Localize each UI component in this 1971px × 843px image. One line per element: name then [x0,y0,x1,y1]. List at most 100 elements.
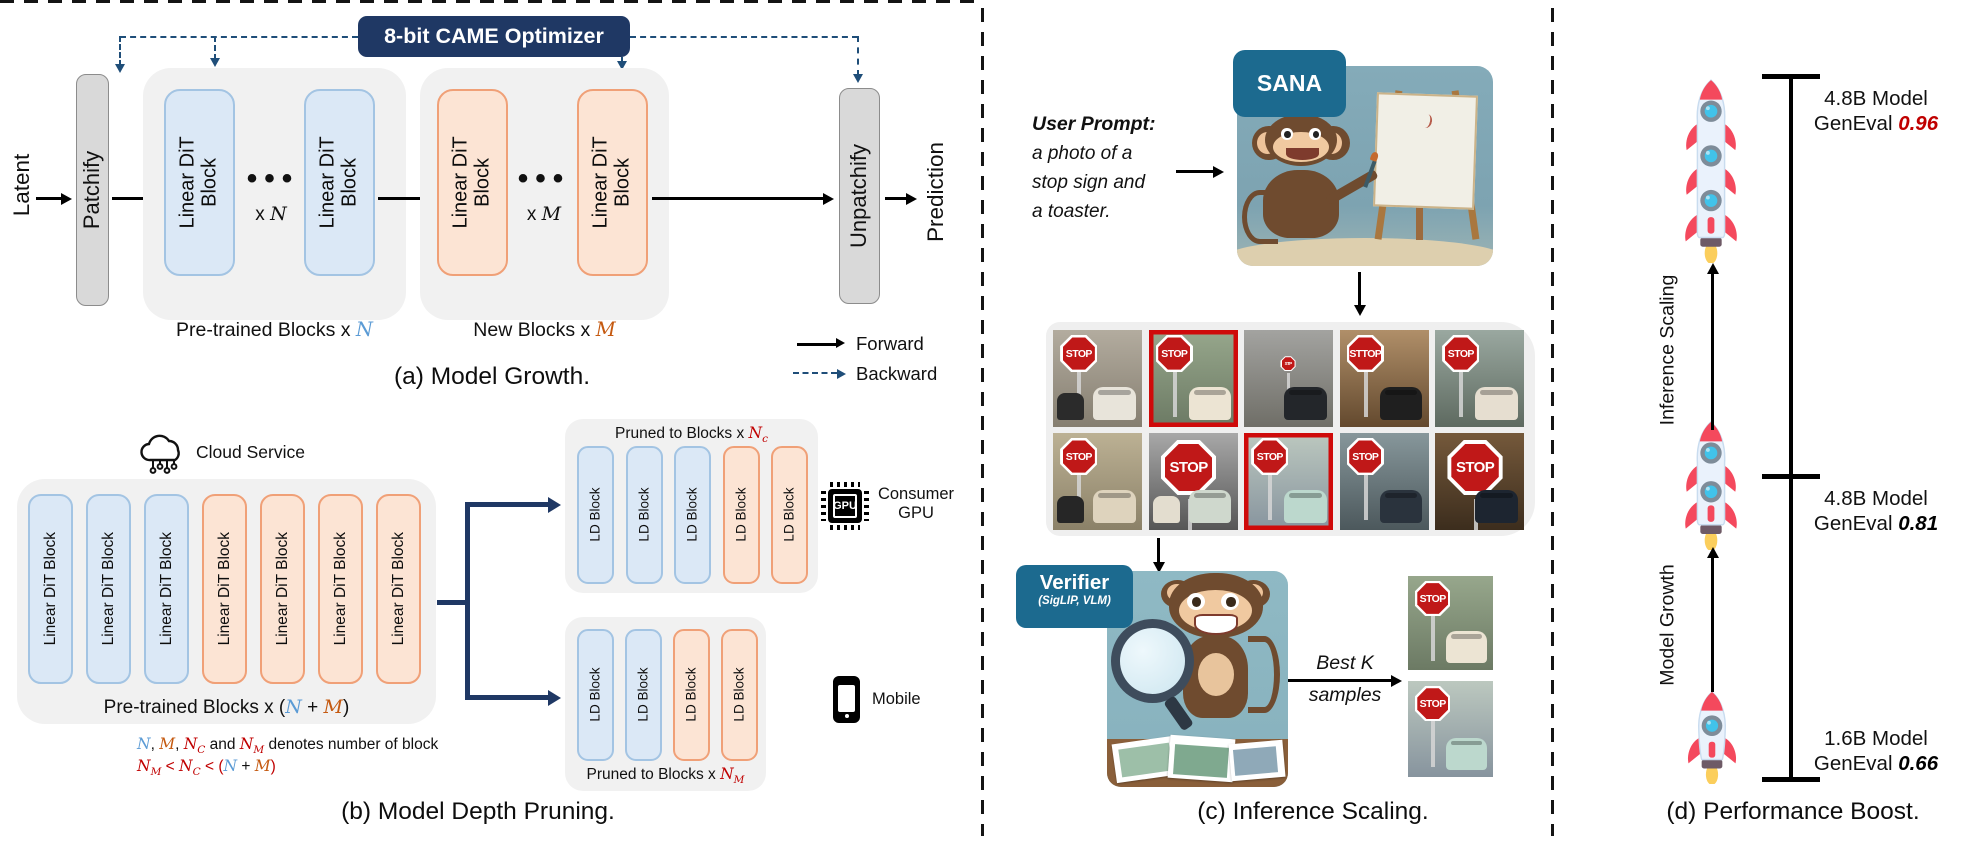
caption-c: (c) Inference Scaling. [1197,798,1429,825]
optimizer-arrow-patchify [115,64,125,73]
candidate-image: STOP [1148,330,1238,427]
unpatchify-bar [839,88,880,304]
mobile-phone-icon [833,676,860,723]
nm-symbol: N [720,765,734,783]
divider-ab [0,0,982,3]
caption-d: (d) Performance Boost. [1666,798,1920,825]
toaster [1446,631,1488,664]
best-sample-image: STOP [1408,576,1493,670]
gpu-pins [821,491,826,521]
arrow-new-unpatchify [652,197,824,200]
patchify-bar [76,74,109,306]
linear-dit-block-new: Linear DiT Block [202,494,247,684]
ld-block: LD Block [771,446,808,584]
ellipsis-dots: ••• [246,162,300,195]
gpu-pins [830,525,860,530]
model-size: 4.8B Model [1824,87,1928,110]
arrowhead [548,496,561,513]
stop-sign: STOP [1164,443,1213,492]
ld-block: LD Block [674,446,711,584]
arrowhead [1707,263,1719,274]
geneval-label: GenEval [1813,112,1899,135]
candidate-image: STOP [1244,433,1333,530]
arrow-prompt-sana [1176,170,1214,173]
entry-middle: 4.8B Model GenEval 0.81 [1806,486,1946,536]
consumer-pruned-label: Pruned to Blocks x Nc [565,424,818,445]
best-k-label-bottom: samples [1308,684,1382,706]
arrow-patchify-blocks [112,197,148,200]
optimizer-wire-right [630,36,858,38]
ld-block: LD Block [625,446,663,584]
optimizer-arrow-new [617,61,627,70]
x-prefix: x [526,204,542,225]
geneval-score: 0.66 [1898,752,1939,775]
gpu-pins [830,482,860,487]
model-growth-label: Model Growth [1656,564,1679,686]
block-label: Linear DiT [177,136,200,229]
toaster [1284,490,1327,524]
stop-sign: STOP [1417,688,1448,719]
arrow-sana-grid [1358,272,1361,306]
arrow-latent-patchify [36,197,62,200]
entry-top: 4.8B Model GenEval 0.96 [1806,86,1946,136]
performance-axis [1789,76,1793,781]
stop-sign: STOP [1158,337,1191,370]
user-prompt-title: User Prompt: [1032,113,1156,135]
verifier-label: Verifier [1039,571,1110,594]
branch-stem [437,600,470,605]
mobile-pruned-label: Pruned to Blocks x NM [565,765,766,786]
stop-sign: STTOP [1349,337,1382,370]
arrowhead [836,338,845,348]
rocket-double-icon [1685,420,1737,550]
toaster [1475,490,1518,524]
sana-label: SANA [1256,70,1323,96]
m-symbol: M [595,318,616,341]
optimizer-wire-left-drop [119,36,121,66]
linear-dit-block-new: Linear DiT Block [260,494,305,684]
best-k-label-top: Best K [1316,652,1374,674]
verifier-monkey-image [1107,571,1288,787]
toaster [1188,387,1232,421]
optimizer-wire-unpatchify-drop [857,36,859,76]
geneval-score: 0.81 [1898,512,1939,535]
x-prefix: x [255,204,271,225]
arrow-grid-verifier [1157,538,1160,564]
model-size: 4.8B Model [1824,487,1928,510]
user-prompt-line: stop sign and [1032,172,1146,193]
legend-backward-arrow [793,372,837,374]
tick-top [1762,74,1820,79]
inference-scaling-label: Inference Scaling [1656,274,1679,426]
block-label: Linear DiT [450,136,473,229]
caption-text: Pre-trained Blocks x ( [103,697,286,718]
optimizer-arrow-unpatchify [853,74,863,83]
best-sample-image: STOP [1408,681,1493,777]
block-label: Block [339,158,362,207]
arrowhead [837,368,846,379]
stop-sign: STOP [1062,337,1095,370]
legend-forward-label: Forward [856,333,924,354]
arrow-best-k [1288,679,1392,682]
ld-block: LD Block [625,629,662,761]
model-size: 1.6B Model [1824,727,1928,750]
entry-bottom: 1.6B Model GenEval 0.66 [1806,726,1946,776]
linear-dit-block-new: Linear DiT Block [376,494,421,684]
ld-block: LD Block [722,446,760,584]
nc-symbol: N [748,424,763,442]
ld-block: LD Block [577,629,614,761]
optimizer-wire-mid-drop [214,36,216,60]
verifier-box: Verifier (SigLIP, VLM) [1016,565,1133,628]
sana-box: SANA [1233,50,1346,117]
repeat-n: x N [241,203,301,226]
block-label: Linear DiT [590,136,613,229]
legend-backward-label: Backward [856,363,938,384]
gpu-pins [864,491,869,521]
linear-dit-block: Linear DiT Block [28,494,73,684]
branch-vertical [465,502,470,700]
caption-text: Pre-trained Blocks x [176,319,356,341]
rocket-triple-icon [1685,79,1737,263]
arrowhead [548,689,561,706]
optimizer-wire-new-drop [621,57,623,63]
caption-text: Pruned to Blocks x [614,425,749,442]
arrowhead [1213,165,1224,178]
prediction-label: Prediction [923,141,948,243]
